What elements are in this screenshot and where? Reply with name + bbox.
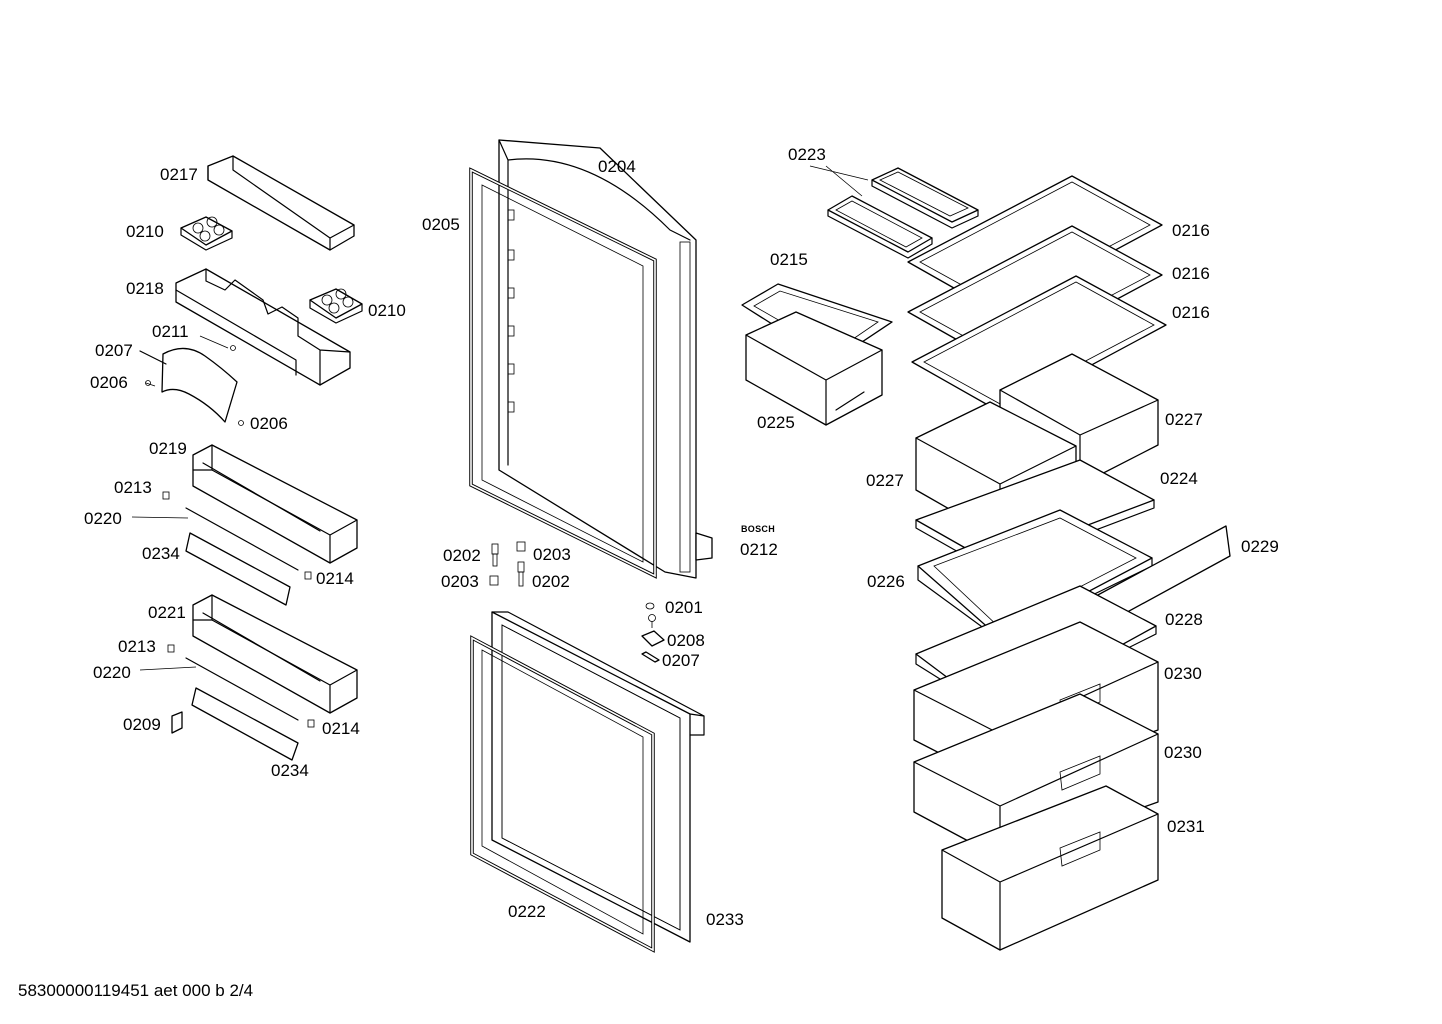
part-label-0230: 0230 bbox=[1164, 664, 1202, 683]
door-compartment-0218 bbox=[175, 268, 351, 386]
part-label-0215: 0215 bbox=[770, 250, 808, 269]
part-label-0202: 0202 bbox=[443, 546, 481, 565]
part-label-0220: 0220 bbox=[84, 509, 122, 528]
part-label-0203: 0203 bbox=[441, 572, 479, 591]
part-label-0210: 0210 bbox=[368, 301, 406, 320]
leader-lines-left bbox=[131, 335, 229, 671]
crisper-box-0225 bbox=[745, 311, 883, 426]
part-label-0205: 0205 bbox=[422, 215, 460, 234]
part-label-0234: 0234 bbox=[271, 761, 309, 780]
part-label-0220: 0220 bbox=[93, 663, 131, 682]
door-gasket-0205 bbox=[469, 167, 657, 579]
door-shelf-0219 bbox=[162, 444, 358, 606]
egg-tray-0210-lower bbox=[309, 288, 363, 324]
part-label-0214: 0214 bbox=[322, 719, 360, 738]
part-label-0203: 0203 bbox=[533, 545, 571, 564]
part-label-0218: 0218 bbox=[126, 279, 164, 298]
part-label-0230: 0230 bbox=[1164, 743, 1202, 762]
door-shelf-0217 bbox=[207, 155, 355, 251]
part-label-0231: 0231 bbox=[1167, 817, 1205, 836]
part-label-0224: 0224 bbox=[1160, 469, 1198, 488]
part-label-0214: 0214 bbox=[316, 569, 354, 588]
part-label-0206: 0206 bbox=[90, 373, 128, 392]
part-label-0228: 0228 bbox=[1165, 610, 1203, 629]
document-footer-code: 58300000119451 aet 000 b 2/4 bbox=[18, 981, 254, 1000]
part-label-0219: 0219 bbox=[149, 439, 187, 458]
part-label-0223: 0223 bbox=[788, 145, 826, 164]
part-label-0207: 0207 bbox=[662, 651, 700, 670]
part-label-0212: 0212 bbox=[740, 540, 778, 559]
part-label-0234: 0234 bbox=[142, 544, 180, 563]
part-label-0216: 0216 bbox=[1172, 303, 1210, 322]
part-label-0201: 0201 bbox=[665, 598, 703, 617]
part-label-0202: 0202 bbox=[532, 572, 570, 591]
part-label-0229: 0229 bbox=[1241, 537, 1279, 556]
part-label-0216: 0216 bbox=[1172, 221, 1210, 240]
part-label-0210: 0210 bbox=[126, 222, 164, 241]
part-label-0208: 0208 bbox=[667, 631, 705, 650]
part-label-0225: 0225 bbox=[757, 413, 795, 432]
part-label-0217: 0217 bbox=[160, 165, 198, 184]
freezer-door-0233 bbox=[491, 611, 705, 943]
part-label-0207: 0207 bbox=[95, 341, 133, 360]
part-label-0209: 0209 bbox=[123, 715, 161, 734]
part-label-0233: 0233 bbox=[706, 910, 744, 929]
egg-tray-0210-upper bbox=[180, 216, 233, 251]
part-label-0226: 0226 bbox=[867, 572, 905, 591]
part-label-0213: 0213 bbox=[118, 637, 156, 656]
freezer-drawer-0231 bbox=[941, 785, 1159, 951]
hinge-screws-0202-0203 bbox=[489, 541, 526, 587]
ice-cube-trays-0223 bbox=[809, 165, 979, 259]
hinge-parts-0201-0208 bbox=[641, 602, 665, 663]
part-label-0227: 0227 bbox=[1165, 410, 1203, 429]
part-label-0221: 0221 bbox=[148, 603, 186, 622]
part-label-0206: 0206 bbox=[250, 414, 288, 433]
fridge-door-0204 bbox=[498, 139, 713, 579]
door-shelf-0221 bbox=[167, 594, 358, 761]
brand-logo-text: BOSCH bbox=[741, 524, 776, 534]
part-label-0204: 0204 bbox=[598, 157, 636, 176]
part-label-0222: 0222 bbox=[508, 902, 546, 921]
freezer-gasket-0222 bbox=[470, 635, 655, 953]
part-label-0213: 0213 bbox=[114, 478, 152, 497]
part-label-0211: 0211 bbox=[152, 322, 189, 341]
glass-shelves-0216 bbox=[907, 175, 1167, 414]
part-label-0216: 0216 bbox=[1172, 264, 1210, 283]
part-label-0227: 0227 bbox=[866, 471, 904, 490]
flap-0207 bbox=[139, 345, 244, 426]
